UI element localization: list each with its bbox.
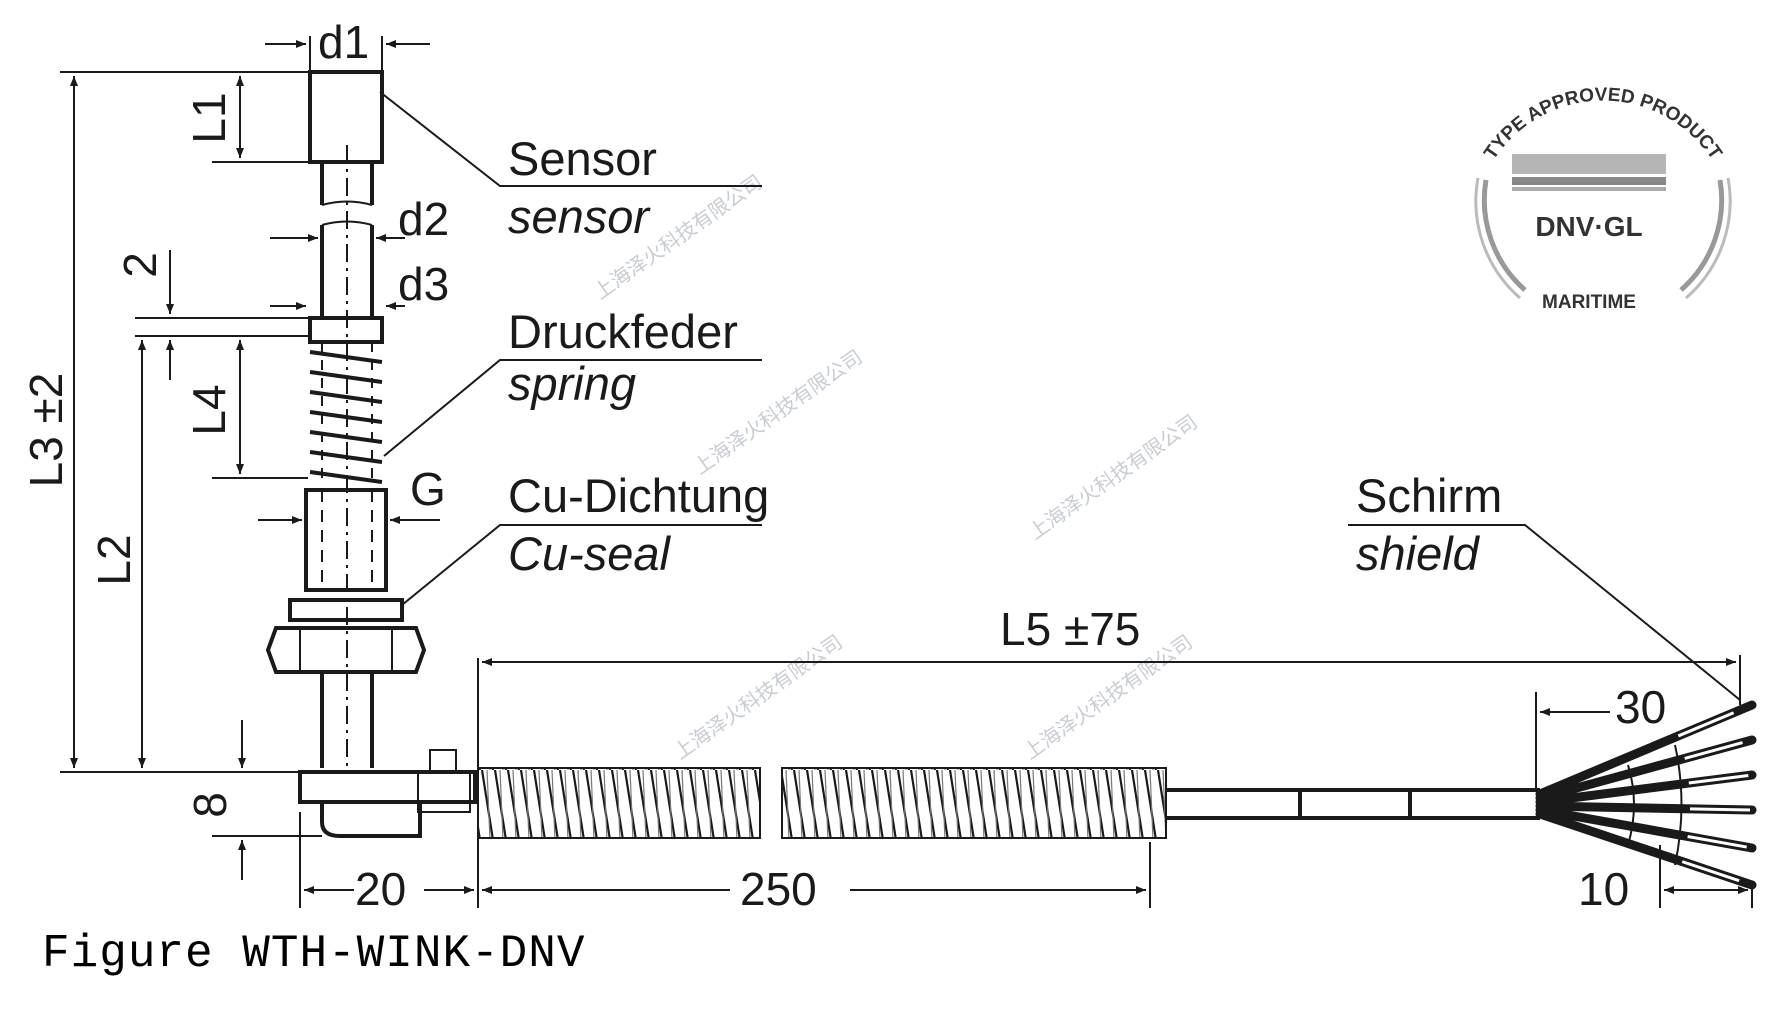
label-spring-de: Druckfeder: [508, 305, 738, 358]
dim-G: G: [410, 463, 446, 515]
label-seal-de: Cu-Dichtung: [508, 469, 769, 522]
label-shield-en: shield: [1356, 527, 1481, 580]
dim-wire-end: 10: [1578, 863, 1629, 915]
watermarks: 上海泽火科技有限公司 上海泽火科技有限公司 上海泽火科技有限公司 上海泽火科技有…: [589, 170, 1202, 764]
dim-d2: d2: [398, 193, 449, 245]
cable: [1166, 788, 1540, 820]
dim-hose-length: 250: [740, 863, 817, 915]
dim-gap: 2: [114, 252, 166, 278]
label-sensor-en: sensor: [508, 190, 651, 243]
label-sensor-de: Sensor: [508, 132, 657, 185]
watermark-text: 上海泽火科技有限公司: [669, 630, 847, 764]
dim-L4: L4: [183, 384, 235, 435]
badge-brand: DNV·GL: [1535, 211, 1642, 242]
badge-bar-mid: [1512, 177, 1666, 185]
cable-wires: [1535, 700, 1757, 890]
armored-hose: [477, 767, 1167, 839]
badge-arc-text: TYPE APPROVED PRODUCT: [1480, 85, 1726, 164]
callouts: Sensor sensor Druckfeder spring Cu-Dicht…: [379, 91, 1741, 701]
label-seal-en: Cu-seal: [508, 527, 672, 580]
badge-bar-low: [1512, 187, 1666, 191]
watermark-text: 上海泽火科技有限公司: [689, 345, 867, 479]
sensor-assembly: [265, 70, 477, 838]
dim-d1: d1: [318, 16, 369, 68]
label-spring-en: spring: [508, 357, 636, 410]
dim-L1: L1: [183, 92, 235, 143]
dim-d3: d3: [398, 258, 449, 310]
dim-L2: L2: [88, 534, 140, 585]
badge-bar-top: [1512, 154, 1666, 174]
watermark-text: 上海泽火科技有限公司: [1024, 410, 1202, 544]
dim-wire-strip: 30: [1615, 681, 1666, 733]
dnv-gl-badge: TYPE APPROVED PRODUCT DNV·GL MARITIME: [1474, 85, 1732, 313]
dim-L5: L5 ±75: [1000, 603, 1140, 655]
dim-flange: 8: [184, 792, 236, 818]
figure-caption: Figure WTH-WINK-DNV: [42, 928, 586, 980]
base-bracket: [298, 770, 477, 804]
dim-L3: L3 ±2: [20, 373, 72, 488]
shield-sleeve: [1298, 788, 1412, 820]
badge-sub: MARITIME: [1542, 292, 1636, 313]
dimensions: d1 d2 d3 L1 2 L4 G L3 ±2 L: [20, 16, 1753, 915]
hex-nut: [265, 626, 427, 674]
label-shield-de: Schirm: [1356, 469, 1502, 522]
dim-base-width: 20: [355, 863, 406, 915]
